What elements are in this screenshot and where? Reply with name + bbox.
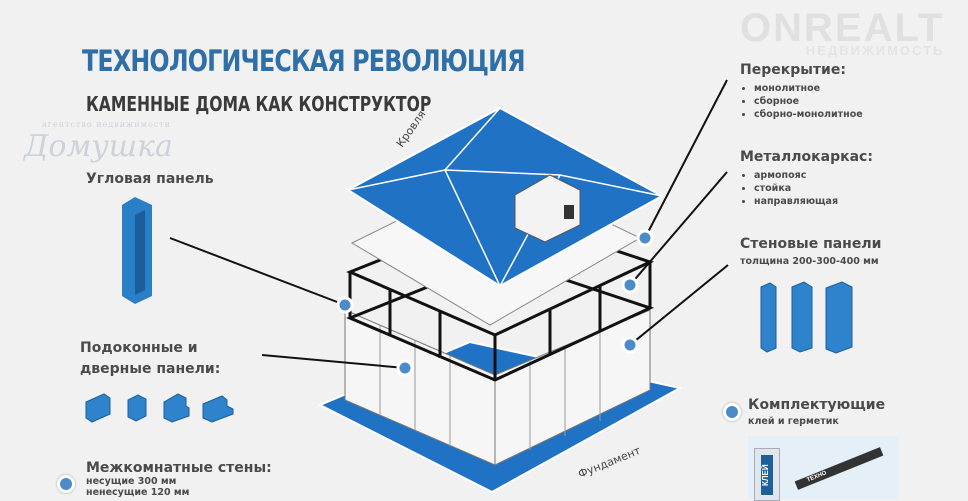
logo-caption: агентство недвижимости [42, 120, 172, 129]
page-title: ТЕХНОЛОГИЧЕСКАЯ РЕВОЛЮЦИЯ [82, 44, 526, 78]
sill-panel-icons [85, 393, 234, 423]
dormer [514, 174, 581, 243]
roof-label: Кровля [394, 108, 429, 150]
floor-block: Перекрытие: монолитноесборноесборно-моно… [740, 62, 863, 121]
logo-text: Домушка [24, 129, 173, 164]
frame-item: стойка [754, 182, 873, 195]
corner-panel-label: Угловая панель [86, 171, 214, 187]
floor-title: Перекрытие: [740, 62, 846, 78]
glue-bag-icon: КЛЕЙ [754, 448, 780, 501]
floor-item: сборно-монолитное [754, 108, 863, 121]
interior-walls-line: ненесущие 120 мм [86, 487, 190, 498]
accessories-title: Комплектующие [748, 397, 886, 413]
floor-item: монолитное [754, 82, 863, 95]
wall-panels-layer [344, 309, 651, 466]
interior-walls-title: Межкомнатные стены: [86, 460, 272, 476]
callout-dots [336, 229, 654, 377]
sealant-brand: ТЕХНО [806, 470, 828, 484]
watermark-text: ONREALT [740, 6, 945, 50]
watermark-caption: НЕДВИЖИМОСТЬ [805, 43, 945, 58]
interior-walls-block: Межкомнатные стены: несущие 300 мм ненес… [86, 460, 272, 499]
leader-lines [169, 79, 729, 369]
wall-panel-samples [760, 281, 853, 354]
accessories-block: Комплектующие клей и герметик [748, 397, 885, 427]
frame-item: армопояс [754, 169, 873, 182]
sealant-tube-icon: ТЕХНО [794, 447, 884, 490]
corner-panel-icon [122, 197, 152, 304]
frame-title: Металлокаркас: [740, 149, 873, 165]
wall-panel-seams [379, 325, 601, 450]
sill-door-panels-label: Подоконные и дверные панели: [80, 340, 221, 377]
floor-item: сборное [754, 95, 863, 108]
wall-panels-title: Стеновые панели [740, 236, 882, 252]
frame-block: Металлокаркас: армопоясстойканаправляюща… [740, 149, 873, 208]
wall-panels-thickness: толщина 200-300-400 мм [740, 256, 879, 267]
wall-panels-block: Стеновые панели толщина 200-300-400 мм [740, 236, 881, 267]
glue-bag-label: КЛЕЙ [761, 455, 773, 495]
interior-walls-line: несущие 300 мм [86, 476, 177, 487]
accessories-products: КЛЕЙ ТЕХНО [748, 436, 898, 501]
foundation-label: Фундамент [576, 444, 643, 481]
page-subtitle: КАМЕННЫЕ ДОМА КАК КОНСТРУКТОР [86, 92, 432, 116]
accessories-subtitle: клей и герметик [748, 416, 839, 427]
frame-item: направляющая [754, 195, 873, 208]
accessories-dot [723, 403, 741, 421]
interior-walls-dot [57, 475, 75, 493]
